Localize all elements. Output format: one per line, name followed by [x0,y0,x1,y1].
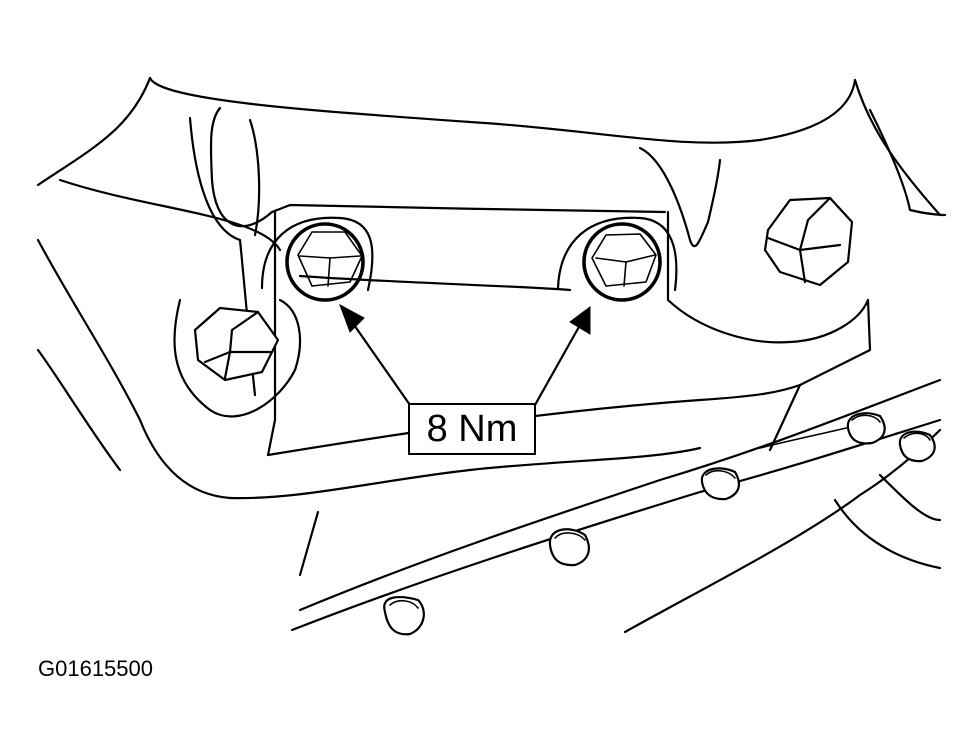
callout-leader-1 [339,303,412,407]
flange-bolt-5 [898,430,936,463]
flange-bolt-2 [548,528,590,567]
highlighted-bolt-2 [556,216,678,302]
oil-pan-rail [290,378,942,634]
flange-bolt-3 [700,467,741,501]
figure-id-label: G01615500 [38,656,153,681]
highlighted-bolt-1 [260,216,374,302]
flange-bolt-4 [846,412,886,445]
housing-outline [36,76,947,500]
callout-leader-2 [533,306,591,407]
hex-bolt-left [173,298,302,418]
flange-bolt-1 [383,596,425,636]
hex-bolt-right [763,196,854,287]
torque-callout-label: 8 Nm [408,403,536,455]
